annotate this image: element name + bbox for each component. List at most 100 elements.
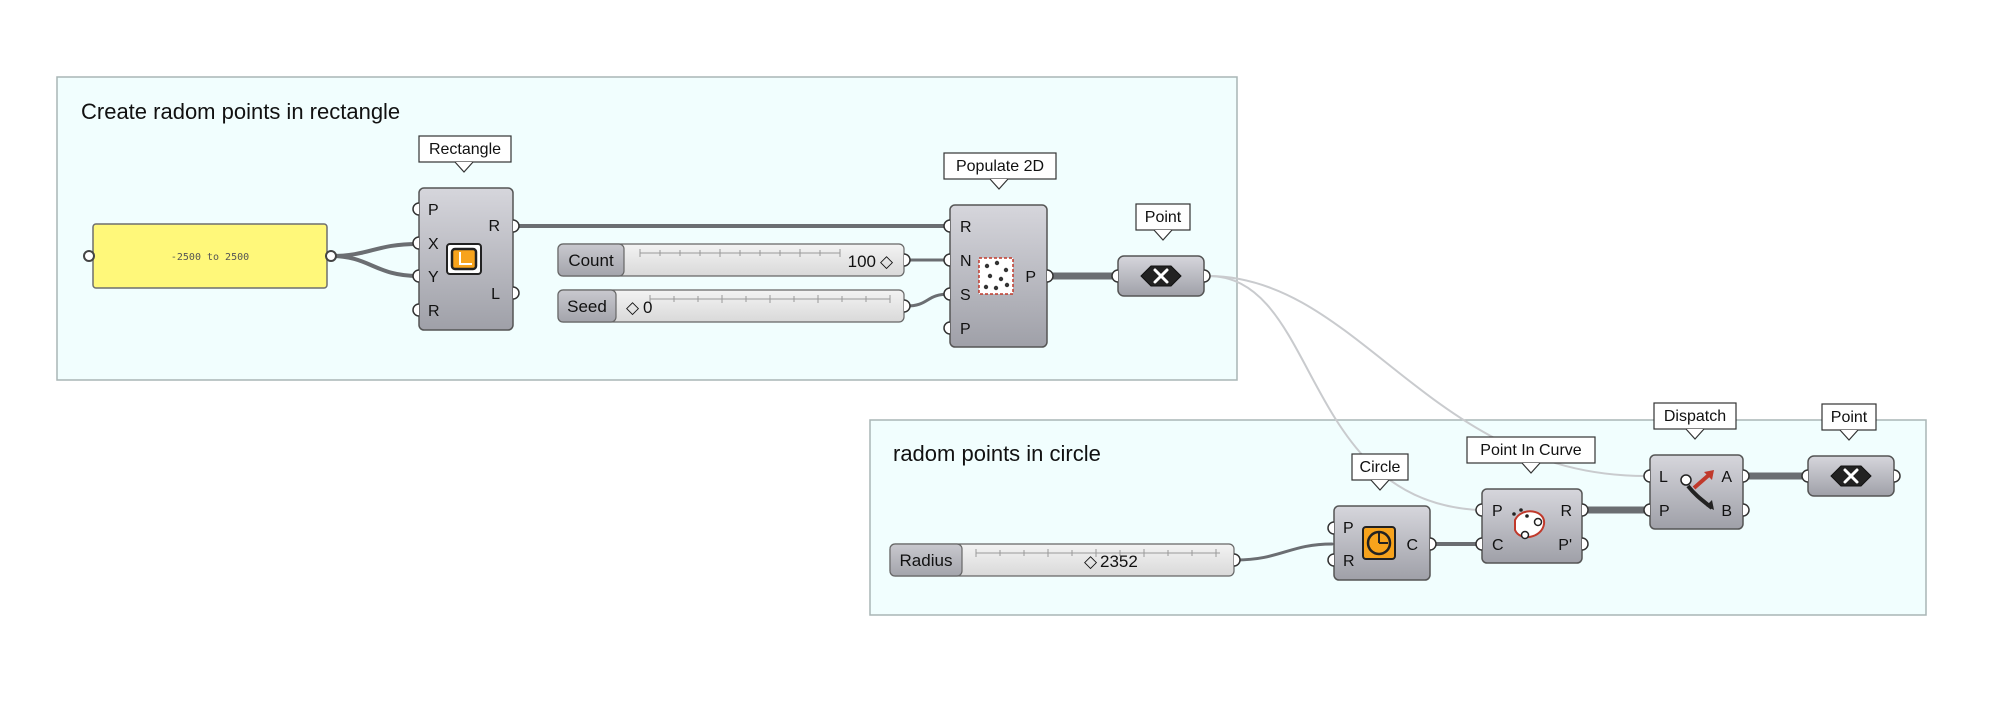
output-pins: P — [1025, 269, 1036, 286]
pin-p: P — [1492, 503, 1503, 520]
pin-y: Y — [428, 269, 439, 286]
input-grip[interactable] — [943, 253, 951, 267]
output-grip[interactable] — [1203, 269, 1211, 283]
output-pins: R L — [488, 218, 500, 303]
input-grip[interactable] — [1327, 553, 1335, 567]
dispatch-component[interactable]: Dispatch L P A B — [1643, 402, 1750, 530]
pin-r-out: R — [488, 218, 500, 235]
component-tag: Circle — [1351, 453, 1409, 491]
pin-a-out: A — [1721, 469, 1732, 486]
dispatch-icon — [1680, 470, 1714, 510]
component-tag: Point In Curve — [1466, 436, 1596, 474]
wire-point-dispatch — [1207, 275, 1647, 477]
output-pins: A B — [1721, 469, 1732, 520]
component-tag: Rectangle — [418, 135, 512, 173]
output-grip[interactable] — [1742, 469, 1750, 483]
input-grip[interactable] — [1327, 521, 1335, 535]
output-grip[interactable] — [1742, 503, 1750, 517]
output-grip[interactable] — [1429, 537, 1437, 551]
component-tag: Point — [1135, 203, 1191, 241]
pin-r: R — [428, 303, 440, 320]
seed-slider[interactable]: Seed ◇ 0 — [557, 289, 911, 323]
input-grip[interactable] — [412, 269, 420, 283]
svg-text:Rectangle: Rectangle — [429, 141, 501, 158]
output-grip[interactable] — [1233, 553, 1241, 567]
panel-text: -2500 to 2500 — [171, 252, 249, 263]
output-grip[interactable] — [903, 253, 911, 267]
input-grip[interactable] — [1475, 537, 1483, 551]
input-grip[interactable] — [1643, 503, 1651, 517]
component-tag: Dispatch — [1653, 402, 1737, 440]
point-in-curve-icon — [1512, 508, 1546, 540]
input-grip[interactable] — [943, 321, 951, 335]
circle-component[interactable]: Circle P R C — [1327, 453, 1437, 581]
point-in-curve-component[interactable]: Point In Curve P C R P' — [1466, 436, 1596, 564]
input-pins: L P — [1659, 469, 1670, 520]
slider-knob-icon[interactable]: ◇ — [1084, 552, 1098, 571]
svg-text:Point: Point — [1831, 409, 1868, 426]
rectangle-component[interactable]: Rectangle P X Y R R L — [412, 135, 520, 331]
svg-text:Point: Point — [1145, 209, 1182, 226]
input-grip[interactable] — [412, 236, 420, 250]
output-grip[interactable] — [1893, 469, 1901, 483]
output-grip[interactable] — [512, 219, 520, 233]
pin-n: N — [960, 253, 972, 270]
input-grip[interactable] — [412, 202, 420, 216]
value-panel[interactable]: -2500 to 2500 — [83, 223, 337, 289]
output-grip[interactable] — [325, 250, 337, 262]
pin-p-prime-out: P' — [1558, 537, 1572, 554]
output-grip[interactable] — [1046, 269, 1054, 283]
wires — [329, 224, 1810, 562]
wire-panel-y — [329, 254, 420, 278]
pin-c-out: C — [1406, 537, 1418, 554]
slider-knob-icon[interactable]: ◇ — [880, 252, 894, 271]
component-tag: Point — [1821, 403, 1877, 441]
slider-label: Seed — [567, 297, 607, 316]
pin-p-out: P — [1025, 269, 1036, 286]
input-grip[interactable] — [83, 250, 95, 262]
output-grip[interactable] — [1581, 503, 1589, 517]
wire-radius-circle — [1234, 542, 1334, 562]
pin-r: R — [1343, 553, 1355, 570]
slider-track — [975, 549, 1220, 557]
point-icon — [1140, 265, 1182, 287]
pin-p: P — [960, 321, 971, 338]
input-pins: P X Y R — [428, 202, 440, 320]
input-grip[interactable] — [1643, 469, 1651, 483]
slider-label: Radius — [900, 551, 953, 570]
radius-slider[interactable]: Radius ◇ 2352 — [889, 543, 1241, 577]
output-pins: R P' — [1558, 503, 1572, 554]
pin-s: S — [960, 287, 971, 304]
slider-label: Count — [568, 251, 614, 270]
pin-p: P — [1659, 503, 1670, 520]
pin-x: X — [428, 236, 439, 253]
slider-value: 100 — [848, 252, 876, 271]
slider-value: 2352 — [1100, 552, 1138, 571]
svg-text:Populate 2D: Populate 2D — [956, 158, 1044, 175]
output-pins: C — [1406, 537, 1418, 554]
pin-p: P — [1343, 520, 1354, 537]
slider-value: 0 — [643, 298, 652, 317]
group-title: Create radom points in rectangle — [81, 99, 400, 124]
input-grip[interactable] — [1111, 269, 1119, 283]
slider-knob-icon[interactable]: ◇ — [626, 298, 640, 317]
input-grip[interactable] — [943, 219, 951, 233]
point-param-1[interactable]: Point — [1111, 203, 1211, 297]
output-grip[interactable] — [903, 299, 911, 313]
input-grip[interactable] — [1801, 469, 1809, 483]
pin-r-out: R — [1560, 503, 1572, 520]
output-grip[interactable] — [512, 286, 520, 300]
circle-icon — [1362, 526, 1396, 560]
component-tag: Populate 2D — [943, 152, 1057, 190]
pin-c: C — [1492, 537, 1504, 554]
point-param-2[interactable]: Point — [1801, 403, 1901, 497]
input-pins: R N S P — [960, 219, 972, 338]
input-grip[interactable] — [1475, 503, 1483, 517]
count-slider[interactable]: Count 100 ◇ — [557, 243, 911, 277]
input-grip[interactable] — [412, 303, 420, 317]
input-grip[interactable] — [943, 287, 951, 301]
populate-2d-component[interactable]: Populate 2D R N S P P — [943, 152, 1057, 348]
pin-r: R — [960, 219, 972, 236]
slider-track — [649, 295, 891, 303]
output-grip[interactable] — [1581, 537, 1589, 551]
